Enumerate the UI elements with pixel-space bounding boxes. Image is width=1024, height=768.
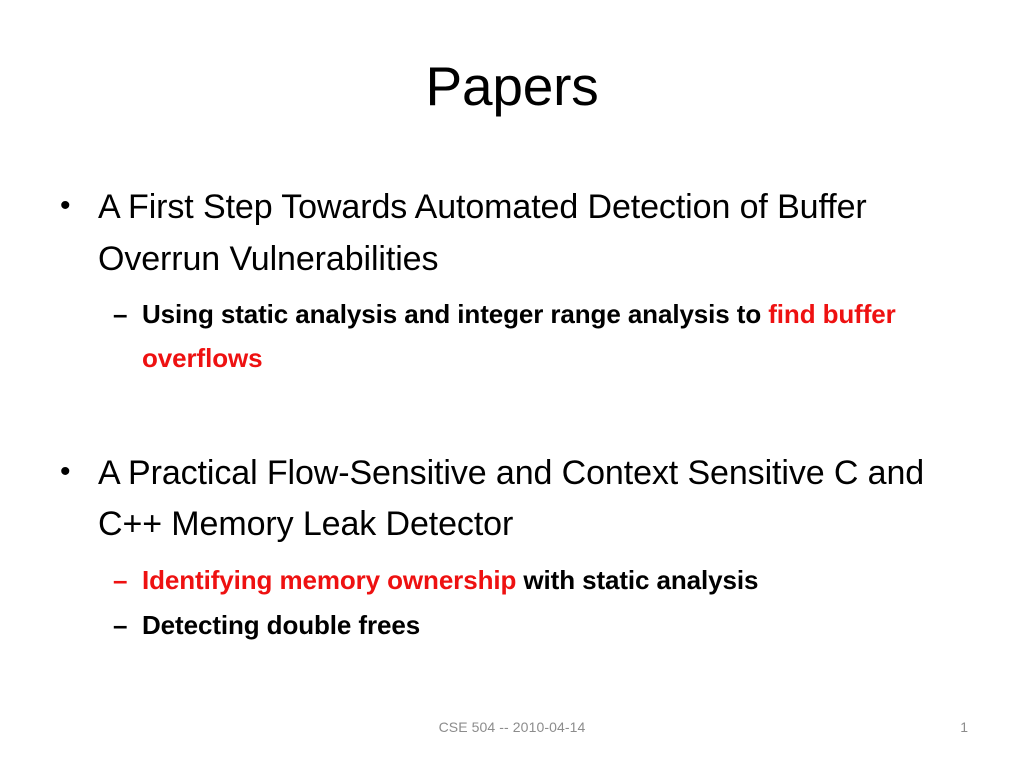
sub-bullet-text-run: Using static analysis and integer range … <box>142 299 769 330</box>
sub-bullet-item: – Detecting double frees <box>56 604 968 647</box>
bullet-item: • A First Step Towards Automated Detecti… <box>56 182 968 285</box>
sub-bullet-highlight-run: Identifying memory ownership <box>142 565 517 595</box>
sub-bullet-item: – Identifying memory ownership with stat… <box>56 559 968 602</box>
bullet-dot-icon: • <box>60 454 71 488</box>
bullet-dot-icon: • <box>60 189 71 222</box>
bullet-group: • A First Step Towards Automated Detecti… <box>56 182 968 380</box>
footer-page-number: 1 <box>960 719 968 735</box>
bullet-text: A First Step Towards Automated Detection… <box>98 188 867 278</box>
sub-bullet-dash-icon: – <box>113 299 128 330</box>
footer-course-date: CSE 504 -- 2010-04-14 <box>438 719 586 735</box>
sub-bullet-dash-icon: – <box>113 565 128 595</box>
sub-bullet-text-run: with static analysis <box>516 565 759 595</box>
bullet-text: A Practical Flow-Sensitive and Context S… <box>98 453 925 544</box>
sub-bullet-dash-icon: – <box>113 610 128 641</box>
bullet-item: • A Practical Flow-Sensitive and Context… <box>56 448 968 551</box>
sub-bullet-highlight-run: find buffer overflows <box>142 299 896 373</box>
sub-bullet-item: – Using static analysis and integer rang… <box>56 293 968 379</box>
slide-body: • A First Step Towards Automated Detecti… <box>56 182 968 647</box>
bullet-group: • A Practical Flow-Sensitive and Context… <box>56 448 968 648</box>
page-title: Papers <box>425 55 599 117</box>
sub-bullet-text-run: Detecting double frees <box>142 610 421 641</box>
